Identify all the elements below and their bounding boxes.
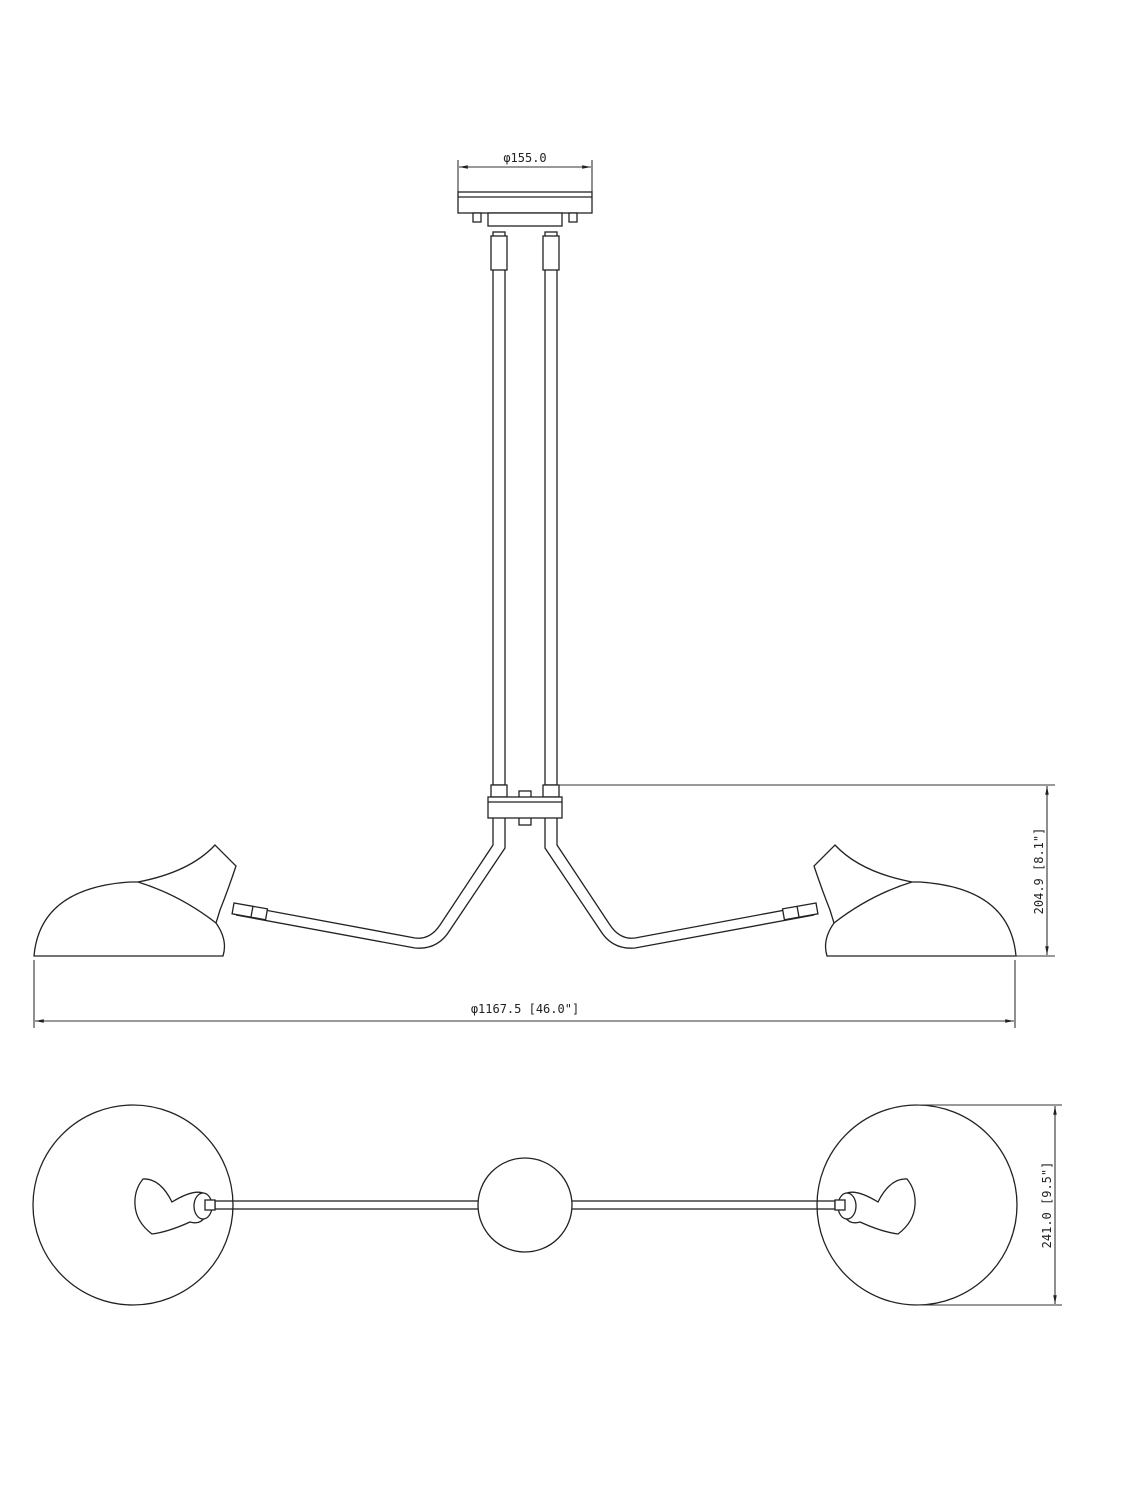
width-label: φ1167.5 [46.0"]: [471, 1002, 579, 1016]
right-arm-and-shade: [544, 818, 1017, 957]
canopy: [457, 191, 593, 227]
canopy-dimension: φ155.0: [457, 151, 593, 192]
bulb-left: [134, 1178, 216, 1235]
height-label: 204.9 [8.1"]: [1032, 828, 1046, 915]
bulb-right: [834, 1178, 916, 1235]
width-dimension: φ1167.5 [46.0"]: [33, 960, 1016, 1028]
left-arm-and-shade: [33, 818, 506, 957]
canopy-diameter-label: φ155.0: [503, 151, 546, 165]
depth-dimension: 241.0 [9.5"]: [917, 1104, 1062, 1306]
plan-view: [32, 1104, 1018, 1306]
height-dimension: 204.9 [8.1"]: [558, 784, 1055, 957]
depth-label: 241.0 [9.5"]: [1040, 1162, 1054, 1249]
center-joint: [487, 790, 563, 826]
down-rods: [490, 231, 560, 798]
